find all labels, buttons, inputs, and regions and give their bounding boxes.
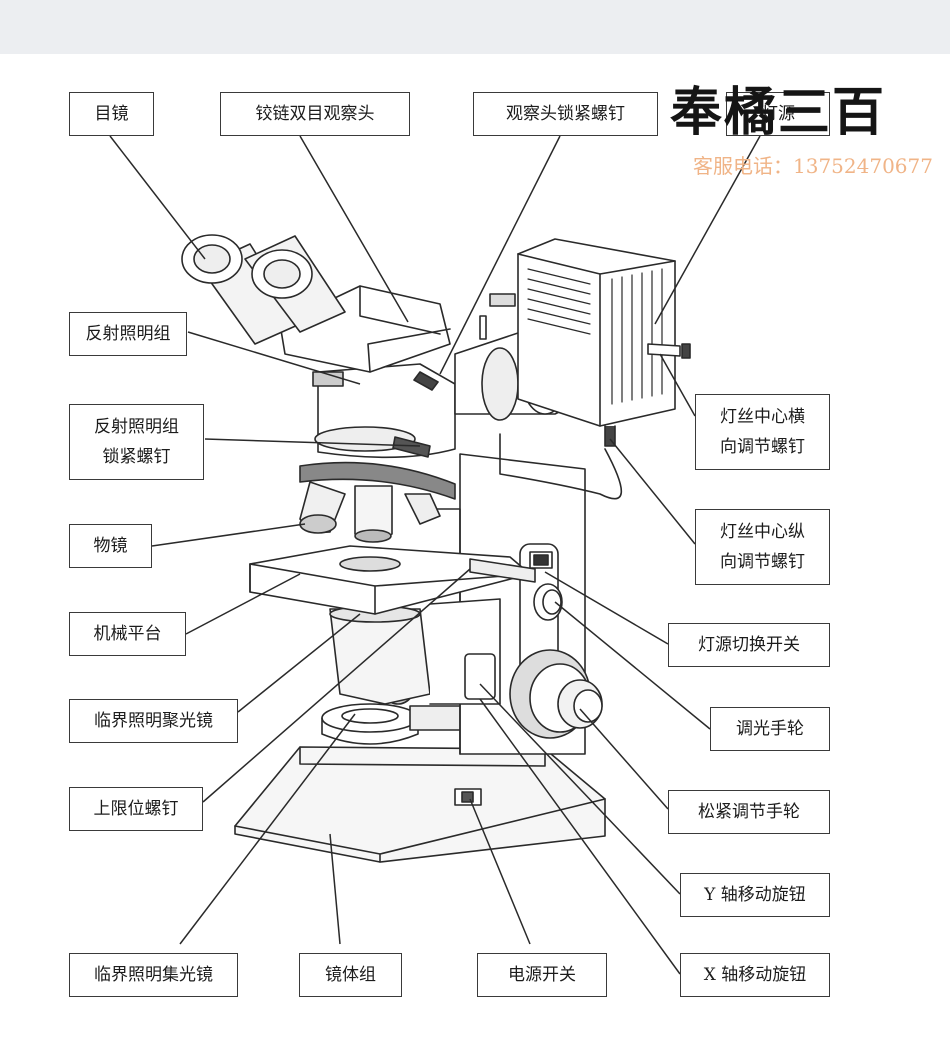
objectives-drawing (299, 461, 456, 543)
label-lamp-housing: 灯源 (726, 92, 830, 136)
label-power-switch: 电源开关 (477, 953, 607, 997)
microscope-drawing (109, 135, 761, 975)
mechanical-stage-drawing (249, 545, 536, 615)
label-x-axis-knob: X 轴移动旋钮 (680, 953, 830, 997)
watermark-phone: 客服电话：13752470677 (693, 154, 933, 178)
label-dimmer-wheel: 调光手轮 (710, 707, 830, 751)
watermark-brand: 奉橘三百 (670, 82, 887, 143)
label-body-group: 镜体组 (299, 953, 402, 997)
label-tension-wheel: 松紧调节手轮 (668, 790, 830, 834)
label-upper-limit-screw: 上限位螺钉 (69, 787, 203, 831)
label-filament-horizontal-screw: 灯丝中心横 向调节螺钉 (695, 394, 830, 470)
label-objective: 物镜 (69, 524, 152, 568)
top-banner (0, 0, 950, 54)
diagram-stage: 目镜 铰链双目观察头 观察头锁紧螺钉 灯源 反射照明组 反射照明组 锁紧螺钉 物… (0, 54, 950, 1058)
label-reflect-illumination-group: 反射照明组 (69, 312, 187, 356)
label-filament-vertical-screw: 灯丝中心纵 向调节螺钉 (695, 509, 830, 585)
condenser-assembly (329, 598, 501, 705)
label-lamp-switch: 灯源切换开关 (668, 623, 830, 667)
microscope-base (234, 746, 606, 863)
lamp-housing-drawing (499, 238, 691, 500)
label-eyepiece: 目镜 (69, 92, 154, 136)
label-critical-condenser: 临界照明聚光镜 (69, 699, 238, 743)
binocular-head-drawing (181, 234, 451, 391)
label-reflect-group-lock-screw: 反射照明组 锁紧螺钉 (69, 404, 204, 480)
label-head-lock-screw: 观察头锁紧螺钉 (473, 92, 658, 136)
label-critical-collector: 临界照明集光镜 (69, 953, 238, 997)
label-hinged-binocular-head: 铰链双目观察头 (220, 92, 410, 136)
collector-lens (321, 703, 471, 745)
leader-lines (109, 135, 761, 975)
label-mechanical-stage: 机械平台 (69, 612, 186, 656)
label-y-axis-knob: Y 轴移动旋钮 (680, 873, 830, 917)
